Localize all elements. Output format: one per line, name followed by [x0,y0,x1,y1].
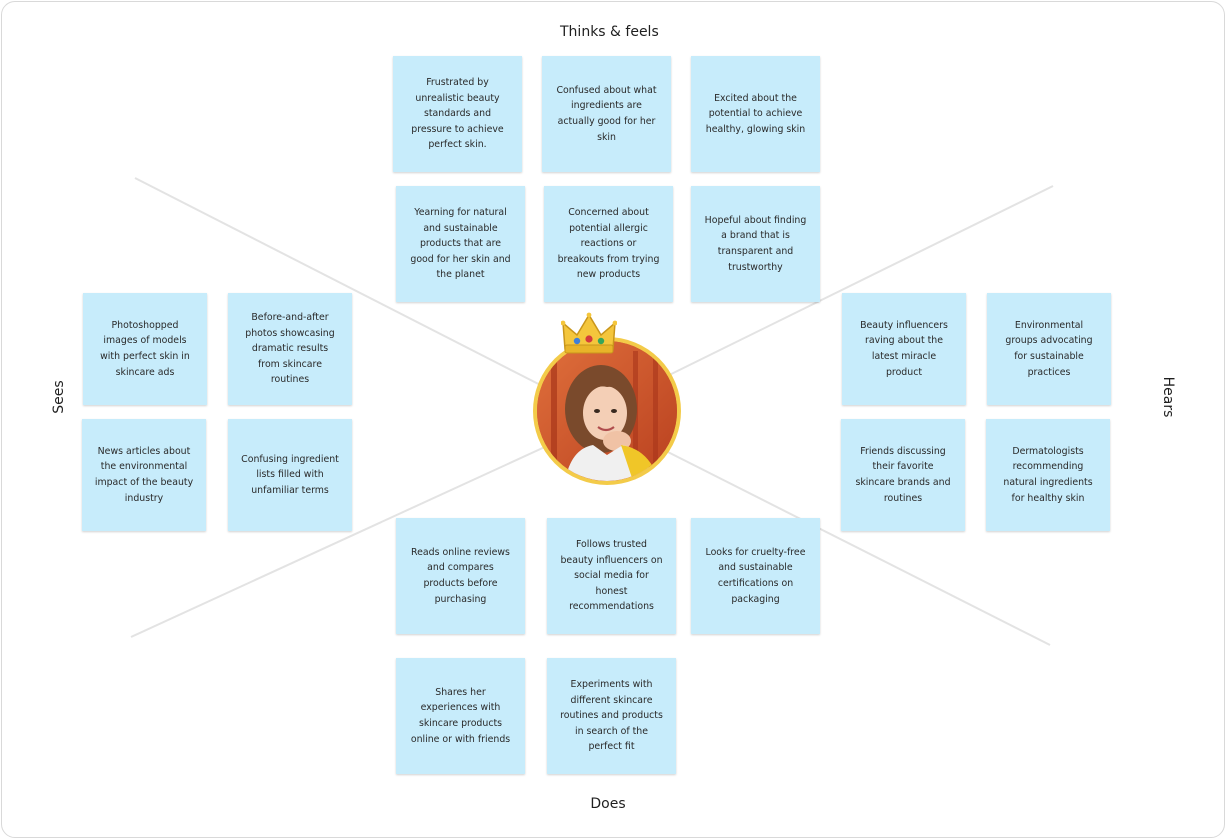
note-text: Frustrated by unrealistic beauty standar… [411,77,504,151]
sticky-note-hears[interactable]: Friends discussing their favorite skinca… [841,419,965,531]
divider-line-bottom-left [130,439,561,638]
sticky-note-sees[interactable]: News articles about the environmental im… [82,419,206,531]
sticky-note-sees[interactable]: Photoshopped images of models with perfe… [83,293,207,405]
crown-icon [561,312,617,354]
persona-photo-icon [537,341,677,481]
sticky-note-hears[interactable]: Environmental groups advocating for sust… [987,293,1111,405]
sticky-note-sees[interactable]: Confusing ingredient lists filled with u… [228,419,352,531]
divider-line-top-left [134,177,561,396]
note-text: Experiments with different skincare rout… [560,679,663,753]
note-text: Confusing ingredient lists filled with u… [241,453,339,496]
note-text: Yearning for natural and sustainable pro… [410,207,511,281]
section-title-does: Does [590,796,626,812]
sticky-note-thinks-feels[interactable]: Excited about the potential to achieve h… [691,56,820,172]
section-title-thinks-feels: Thinks & feels [560,24,659,40]
note-text: Friends discussing their favorite skinca… [855,445,951,504]
sticky-note-sees[interactable]: Before-and-after photos showcasing drama… [228,293,352,405]
divider-line-bottom-right [659,447,1051,646]
note-text: Hopeful about finding a brand that is tr… [704,214,807,273]
note-text: Dermatologists recommending natural ingr… [1003,445,1093,504]
section-title-hears: Hears [1160,376,1176,418]
section-title-sees: Sees [51,380,67,414]
note-text: Environmental groups advocating for sust… [1005,319,1093,378]
divider-line-top-right [654,185,1054,383]
note-text: Confused about what ingredients are actu… [556,84,657,143]
sticky-note-does[interactable]: Experiments with different skincare rout… [547,658,676,774]
note-text: Reads online reviews and compares produc… [411,546,510,605]
sticky-note-does[interactable]: Looks for cruelty-free and sustainable c… [691,518,820,634]
note-text: Beauty influencers raving about the late… [860,319,948,378]
sticky-note-does[interactable]: Follows trusted beauty influencers on so… [547,518,676,634]
note-text: Photoshopped images of models with perfe… [100,319,190,378]
note-text: Looks for cruelty-free and sustainable c… [705,546,806,605]
persona-avatar[interactable] [533,337,681,485]
note-text: Before-and-after photos showcasing drama… [245,312,335,386]
sticky-note-hears[interactable]: Beauty influencers raving about the late… [842,293,966,405]
sticky-note-thinks-feels[interactable]: Yearning for natural and sustainable pro… [396,186,525,302]
sticky-note-thinks-feels[interactable]: Concerned about potential allergic react… [544,186,673,302]
sticky-note-hears[interactable]: Dermatologists recommending natural ingr… [986,419,1110,531]
sticky-note-does[interactable]: Shares her experiences with skincare pro… [396,658,525,774]
sticky-note-thinks-feels[interactable]: Confused about what ingredients are actu… [542,56,671,172]
note-text: News articles about the environmental im… [94,445,194,504]
note-text: Concerned about potential allergic react… [557,207,660,281]
sticky-note-thinks-feels[interactable]: Hopeful about finding a brand that is tr… [691,186,820,302]
sticky-note-does[interactable]: Reads online reviews and compares produc… [396,518,525,634]
note-text: Shares her experiences with skincare pro… [410,686,511,745]
sticky-note-thinks-feels[interactable]: Frustrated by unrealistic beauty standar… [393,56,522,172]
note-text: Follows trusted beauty influencers on so… [560,539,663,613]
note-text: Excited about the potential to achieve h… [705,92,806,135]
persona-avatar-group[interactable] [533,312,681,485]
